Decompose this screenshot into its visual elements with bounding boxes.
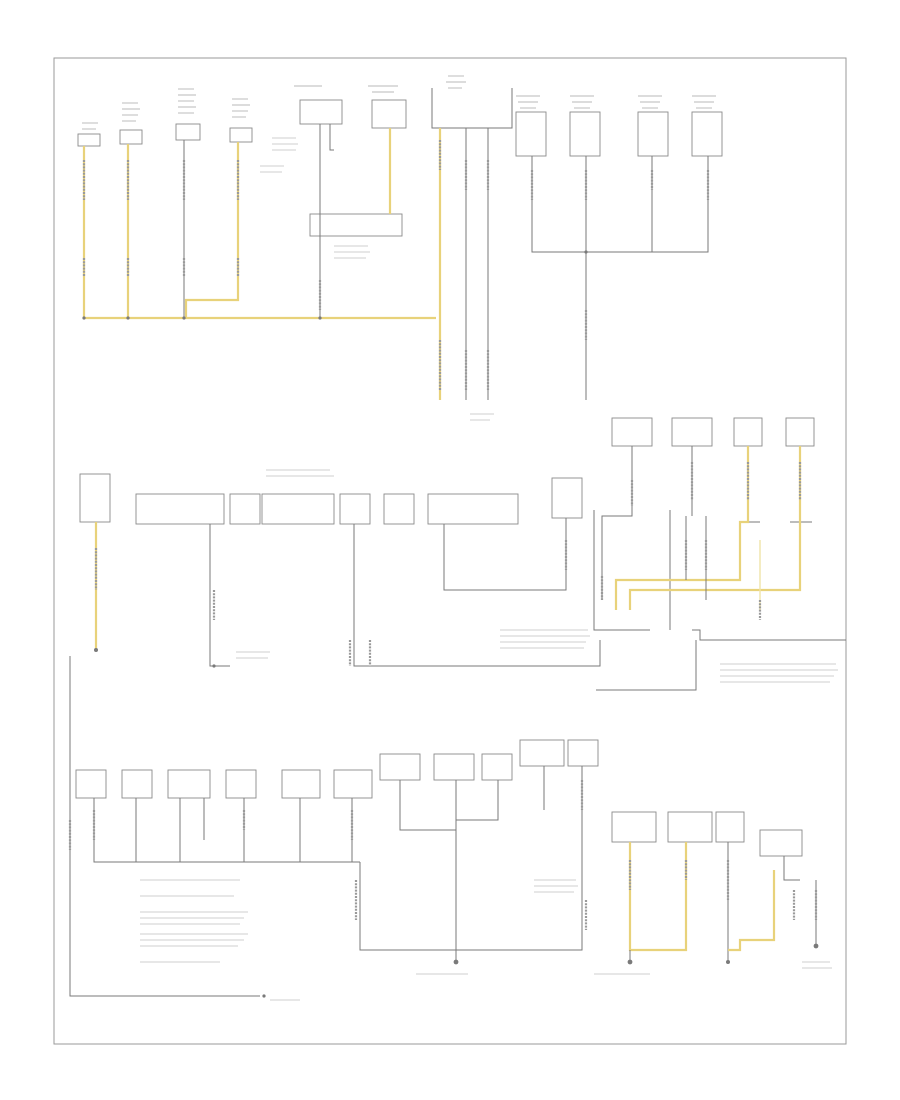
top-wires — [82, 124, 710, 400]
bottom-wires — [68, 656, 819, 998]
bottom-connectors — [75, 739, 803, 857]
top-left-connectors — [77, 75, 723, 237]
middle-connectors — [79, 417, 846, 641]
illegible-labels — [140, 137, 838, 1001]
component-label-group — [80, 75, 716, 133]
diagram-frame — [53, 57, 847, 1045]
middle-wires — [94, 446, 802, 691]
